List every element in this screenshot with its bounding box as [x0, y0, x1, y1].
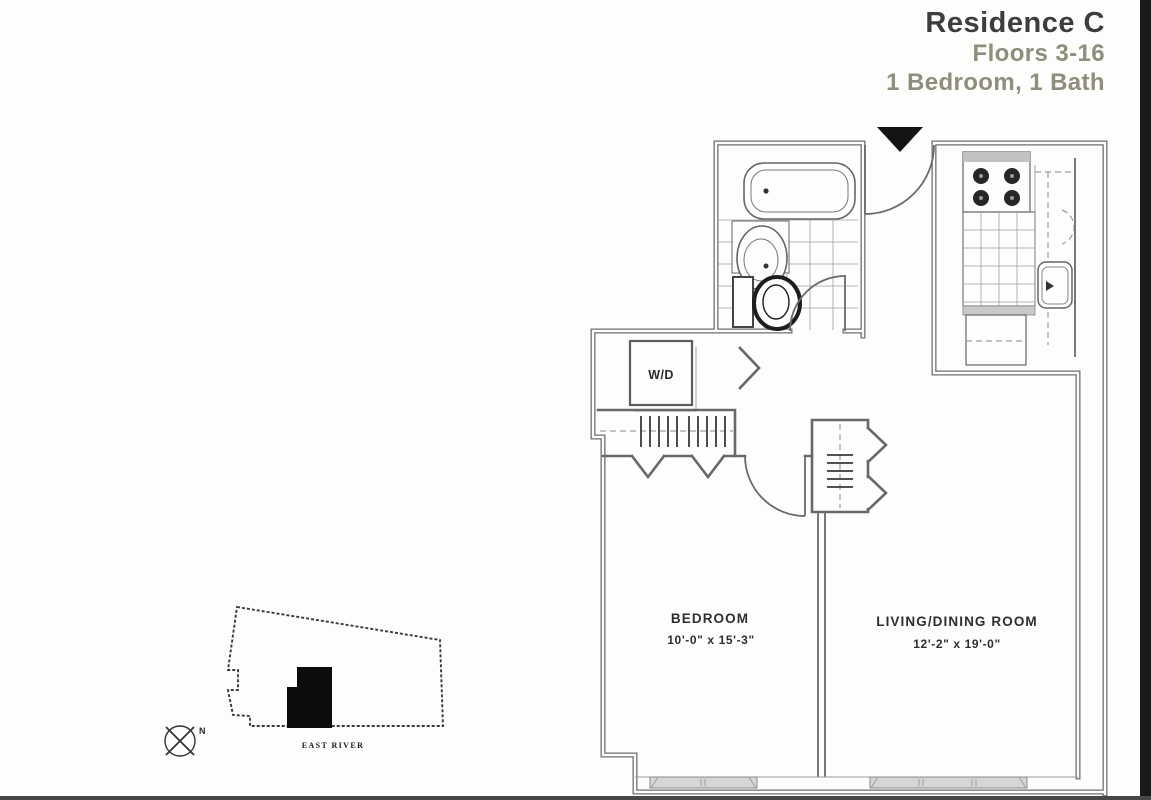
- bathtub: [743, 162, 856, 220]
- title-block: Residence C Floors 3-16 1 Bedroom, 1 Bat…: [886, 6, 1105, 97]
- room-labels: BEDROOM 10'-0" x 15'-3" LIVING/DINING RO…: [667, 611, 1038, 651]
- bedroom-door-swing-arc: [744, 455, 806, 517]
- unit-walls: [590, 140, 1108, 797]
- bathroom-sink: [731, 220, 790, 291]
- lr-closet-bifold-top: [866, 426, 888, 464]
- toilet: [732, 275, 802, 331]
- kitchen-counter: [1034, 158, 1076, 357]
- windows: [635, 776, 1078, 789]
- refrigerator: [965, 314, 1027, 366]
- entry: [864, 127, 935, 215]
- wd-door-chevron: [738, 346, 761, 390]
- bedroom-label: BEDROOM: [671, 611, 749, 626]
- foyer: W/D: [596, 339, 888, 517]
- bottom-edge-band: [0, 796, 1151, 800]
- entry-marker-triangle: [877, 127, 923, 152]
- bedroom-dimensions: 10'-0" x 15'-3": [667, 633, 754, 647]
- living-dining-dimensions: 12'-2" x 19'-0": [913, 637, 1000, 651]
- floors-subtitle: Floors 3-16: [972, 40, 1105, 68]
- bedroom-closet: [596, 408, 737, 480]
- residence-title: Residence C: [925, 7, 1105, 39]
- bathroom: [718, 162, 858, 332]
- washer-dryer-label: W/D: [648, 368, 674, 382]
- closet-hangers-horizontal: [827, 454, 853, 488]
- living-room-closet: [810, 418, 888, 514]
- bedroom-window: [649, 776, 758, 789]
- compass: N: [164, 725, 206, 757]
- site-map: EAST RIVER N: [164, 605, 444, 757]
- room-divider-wall: [817, 512, 826, 777]
- kitchen-tile-floor: [962, 211, 1036, 316]
- washer-dryer-closet: W/D: [628, 339, 761, 412]
- layout-subtitle: 1 Bedroom, 1 Bath: [886, 68, 1105, 96]
- kitchen-sink: [1037, 261, 1073, 309]
- closet-bifold-door-right: [690, 454, 726, 480]
- living-dining-label: LIVING/DINING ROOM: [876, 614, 1038, 629]
- right-edge-band: [1140, 0, 1151, 800]
- bathroom-door-swing-arc: [789, 275, 846, 332]
- unit-location-highlight: [287, 667, 332, 728]
- kitchen: [962, 151, 1076, 366]
- closet-bifold-door-left: [630, 454, 666, 480]
- stove: [962, 151, 1031, 213]
- river-label: EAST RIVER: [302, 741, 365, 750]
- building-footprint: [226, 605, 444, 727]
- compass-north-label: N: [199, 726, 206, 736]
- lr-closet-bifold-bottom: [866, 474, 888, 512]
- living-room-window: [869, 776, 1028, 789]
- entry-door-swing-arc: [864, 144, 935, 215]
- closet-hangers: [640, 416, 726, 447]
